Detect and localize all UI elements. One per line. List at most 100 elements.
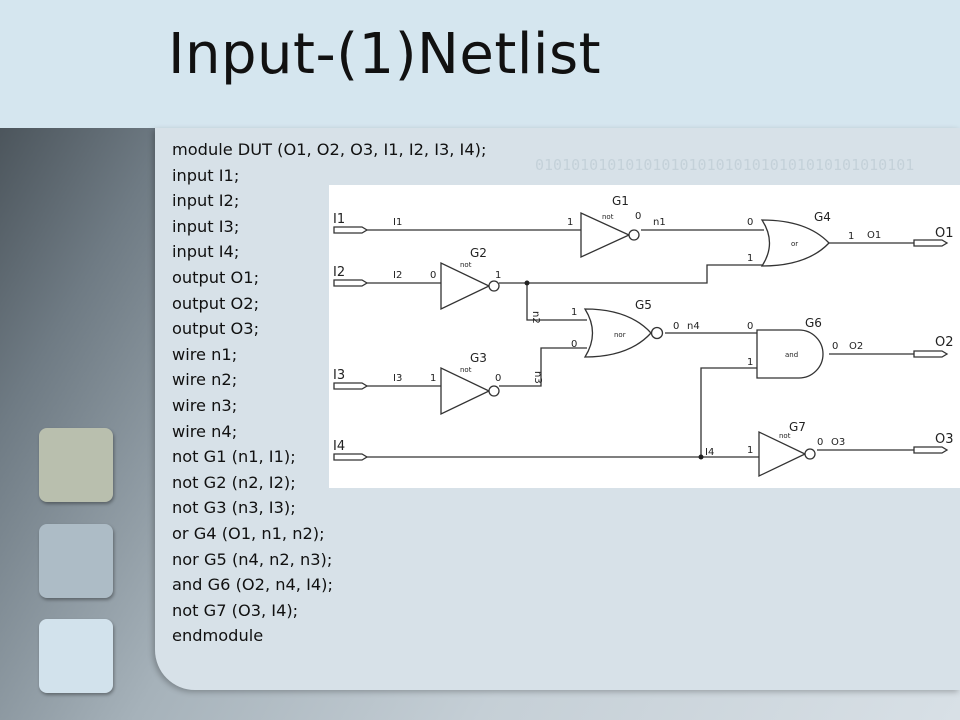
port-label-I2: I2 bbox=[333, 265, 345, 280]
wire-n3 bbox=[499, 347, 587, 387]
wire-label-n3: n3 bbox=[532, 371, 543, 384]
netlist-code: module DUT (O1, O2, O3, I1, I2, I3, I4);… bbox=[172, 137, 486, 649]
junction-dot bbox=[698, 454, 704, 460]
junction-dot bbox=[524, 280, 530, 286]
wire-n2 bbox=[499, 264, 764, 284]
port-label-O1: O1 bbox=[935, 226, 954, 241]
netlist-line: output O3; bbox=[172, 319, 260, 339]
wire-label-O2: O2 bbox=[849, 341, 863, 352]
pin-number: 1 bbox=[430, 373, 436, 384]
title-band bbox=[0, 0, 960, 128]
gate-G7-shape bbox=[758, 430, 807, 478]
pin-number: 0 bbox=[747, 217, 753, 228]
binary-row: 0101010101010101010101010101010101010101… bbox=[535, 156, 915, 174]
pin-number: 1 bbox=[495, 270, 501, 281]
netlist-line: not G3 (n3, I3); bbox=[172, 498, 296, 518]
netlist-line: nor G5 (n4, n2, n3); bbox=[172, 549, 333, 569]
gate-name-G2: G2 bbox=[470, 246, 487, 260]
port-label-I1: I1 bbox=[333, 212, 345, 227]
pin-number: 0 bbox=[571, 339, 577, 350]
decor-square-olive bbox=[39, 428, 113, 502]
pin-number: 1 bbox=[571, 307, 577, 318]
gate-G5-shape bbox=[583, 308, 652, 358]
decor-square-light bbox=[39, 619, 113, 693]
pin-number: 0 bbox=[832, 341, 838, 352]
wire-label-n2: n2 bbox=[530, 311, 541, 324]
wire-label-I2: I2 bbox=[393, 270, 402, 281]
decor-square-slate bbox=[39, 524, 113, 598]
port-label-I3: I3 bbox=[333, 368, 345, 383]
pin-number: 0 bbox=[747, 321, 753, 332]
gate-G3-bubble bbox=[488, 385, 500, 397]
netlist-line: wire n3; bbox=[172, 395, 238, 415]
wire-label-I1: I1 bbox=[393, 217, 402, 228]
netlist-line: input I3; bbox=[172, 216, 240, 236]
circuit-svg: I1 I2 I3 I4 O1 O2 O3 G1 G2 G3 G4 G5 G6 G… bbox=[333, 194, 954, 478]
gate-G2-shape bbox=[440, 261, 491, 311]
netlist-line: wire n4; bbox=[172, 421, 238, 441]
netlist-line: output O1; bbox=[172, 267, 260, 287]
wire-label-n4: n4 bbox=[687, 321, 700, 332]
gate-name-G6: G6 bbox=[805, 316, 822, 330]
pin-number: 1 bbox=[848, 231, 854, 242]
netlist-line: module DUT (O1, O2, O3, I1, I2, I3, I4); bbox=[172, 140, 487, 159]
gate-G1-bubble bbox=[628, 229, 640, 241]
pin-number: 1 bbox=[747, 253, 753, 264]
input-port-shape bbox=[333, 226, 369, 234]
gate-name-G1: G1 bbox=[612, 194, 629, 208]
pin-number: 1 bbox=[567, 217, 573, 228]
netlist-line: not G2 (n2, I2); bbox=[172, 472, 296, 492]
output-port-shape bbox=[913, 446, 949, 454]
netlist-line: input I2; bbox=[172, 191, 240, 211]
netlist-line: input I4; bbox=[172, 242, 240, 262]
output-port-shape bbox=[913, 350, 949, 358]
wire-I4-branch bbox=[700, 367, 757, 457]
gate-type-G2: not bbox=[460, 261, 472, 269]
binary-watermark: 0101010101010101010101010101010101010101… bbox=[535, 128, 960, 198]
netlist-line: endmodule bbox=[172, 626, 264, 646]
pin-number: 0 bbox=[817, 437, 823, 448]
gate-type-G4: or bbox=[791, 240, 798, 248]
port-label-O2: O2 bbox=[935, 335, 954, 350]
gate-type-G1: not bbox=[602, 213, 614, 221]
circuit-diagram: I1 I2 I3 I4 O1 O2 O3 G1 G2 G3 G4 G5 G6 G… bbox=[329, 185, 960, 488]
netlist-line: output O2; bbox=[172, 293, 260, 313]
wire-label-O1: O1 bbox=[867, 230, 881, 241]
netlist-line: wire n1; bbox=[172, 344, 238, 364]
netlist-line: not G7 (O3, I4); bbox=[172, 600, 299, 620]
output-port-shape bbox=[913, 239, 949, 247]
pin-number: 0 bbox=[673, 321, 679, 332]
gate-type-G3: not bbox=[460, 366, 472, 374]
gate-G7-bubble bbox=[804, 448, 816, 460]
gate-name-G3: G3 bbox=[470, 351, 487, 365]
gate-G5-bubble bbox=[650, 326, 664, 340]
gate-G6-shape bbox=[756, 329, 824, 379]
wire-label-I3: I3 bbox=[393, 373, 402, 384]
netlist-line: input I1; bbox=[172, 165, 240, 185]
gate-name-G4: G4 bbox=[814, 210, 831, 224]
gate-G1-shape bbox=[580, 211, 631, 259]
port-label-I4: I4 bbox=[333, 439, 345, 454]
pin-number: 0 bbox=[635, 211, 641, 222]
wire-label-O3: O3 bbox=[831, 437, 845, 448]
gate-type-G5: nor bbox=[614, 331, 626, 339]
pin-number: 1 bbox=[747, 445, 753, 456]
input-port-shape bbox=[333, 279, 369, 287]
wire-label-n1: n1 bbox=[653, 217, 666, 228]
gate-type-G7: not bbox=[779, 432, 791, 440]
netlist-line: not G1 (n1, I1); bbox=[172, 447, 296, 467]
gate-G4-shape bbox=[760, 219, 830, 267]
gate-name-G5: G5 bbox=[635, 298, 652, 312]
input-port-shape bbox=[333, 382, 369, 390]
wire-label-I4: I4 bbox=[705, 447, 714, 458]
gate-name-G7: G7 bbox=[789, 420, 806, 434]
pin-number: 0 bbox=[495, 373, 501, 384]
gate-G3-shape bbox=[440, 366, 491, 416]
slide-title: Input-(1)Netlist bbox=[168, 22, 602, 87]
pin-number: 1 bbox=[747, 357, 753, 368]
gate-G2-bubble bbox=[488, 280, 500, 292]
gate-type-G6: and bbox=[785, 351, 798, 359]
input-port-shape bbox=[333, 453, 369, 461]
port-label-O3: O3 bbox=[935, 432, 954, 447]
netlist-line: wire n2; bbox=[172, 370, 238, 390]
